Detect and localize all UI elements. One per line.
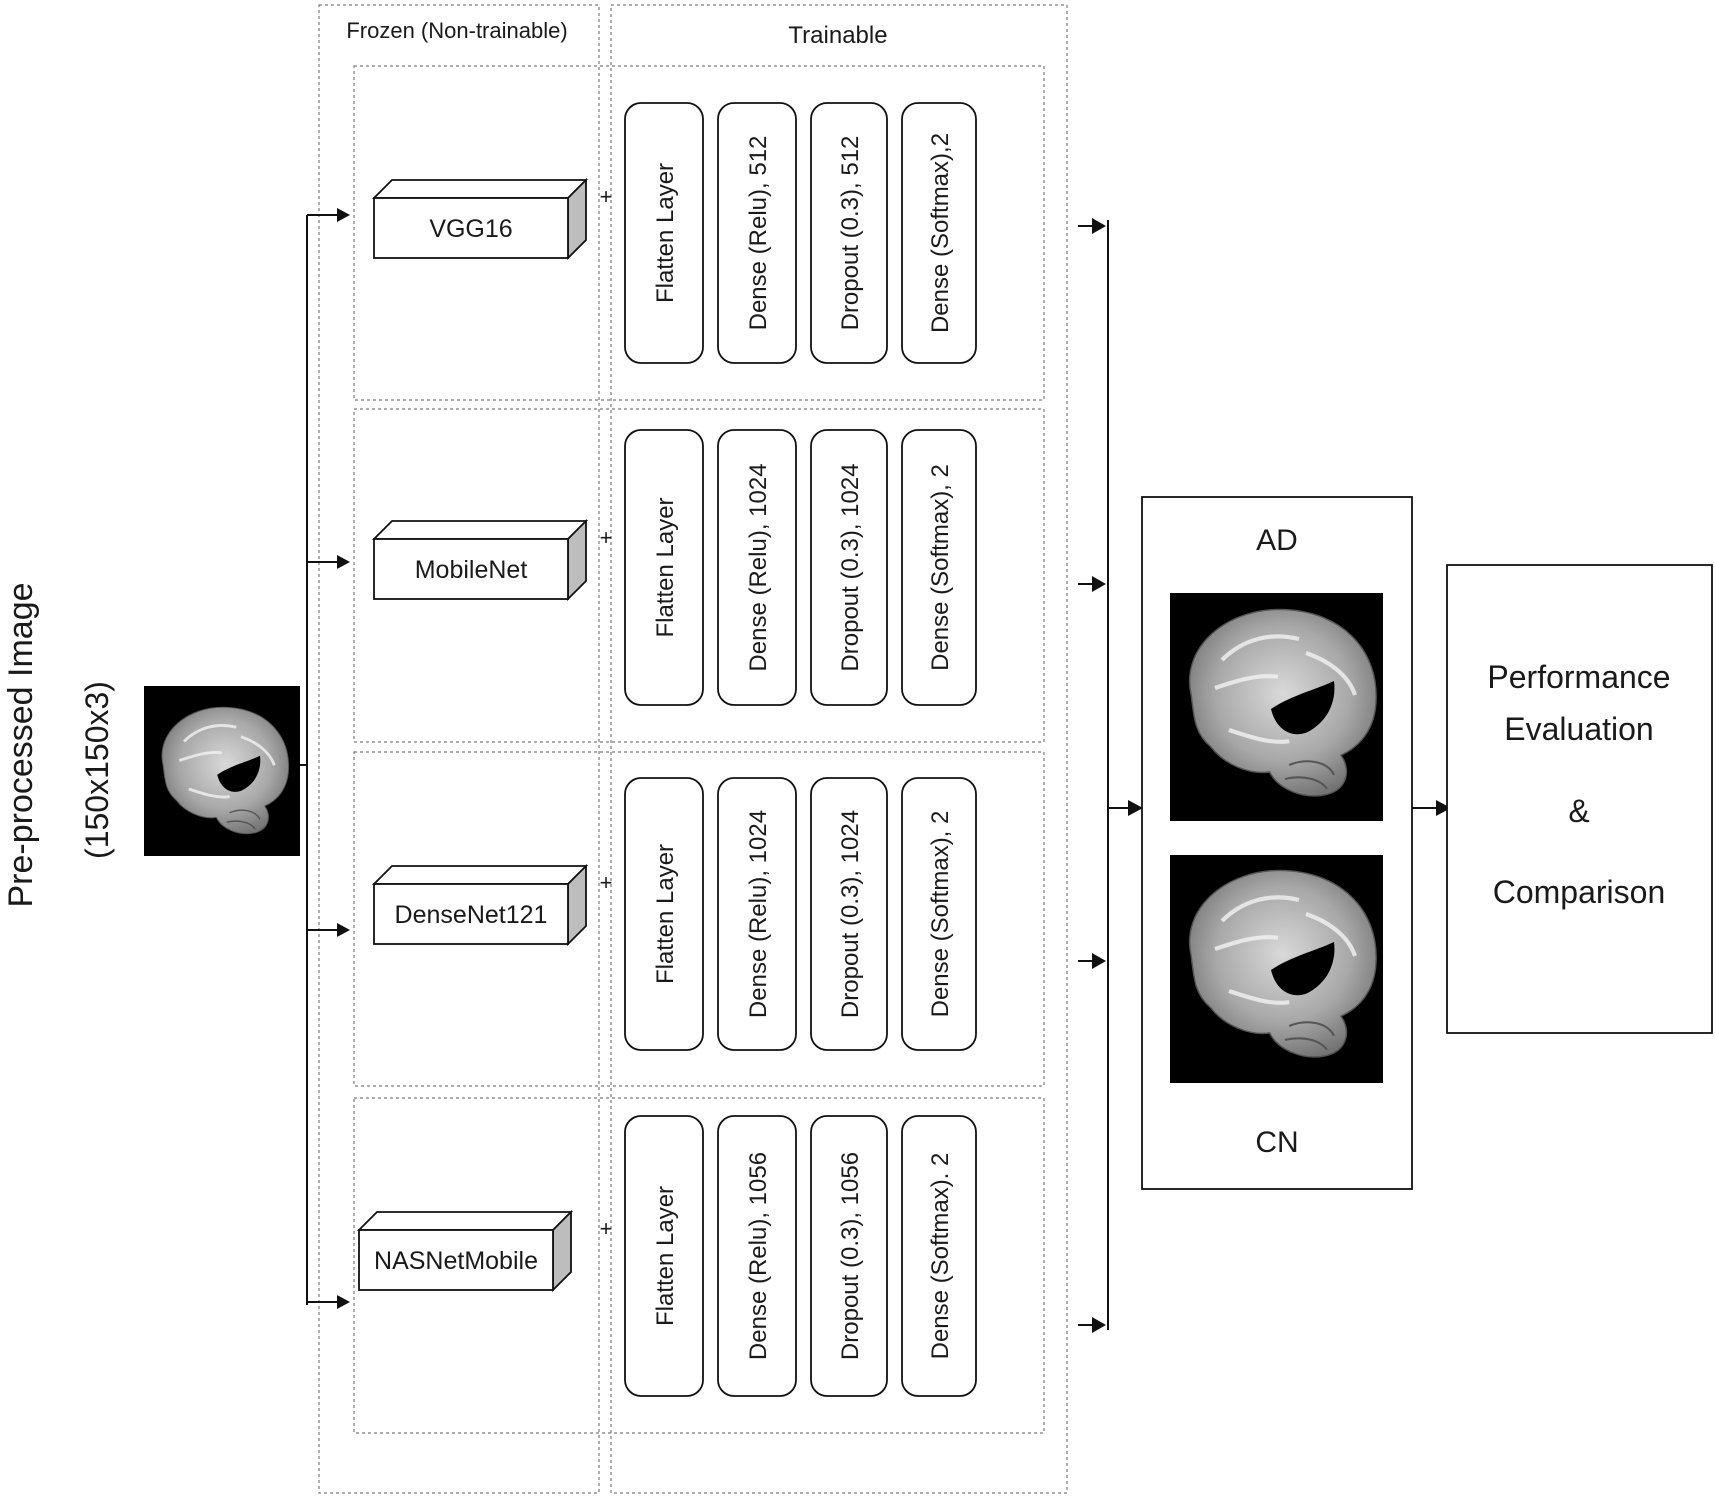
evaluation-line-3: & xyxy=(1568,793,1589,829)
layer-label: Flatten Layer xyxy=(652,1186,679,1326)
layer-box xyxy=(624,777,704,1051)
backbone-name: DenseNet121 xyxy=(395,901,548,929)
model-panel xyxy=(353,65,1045,401)
arrow-head xyxy=(1092,1317,1106,1333)
layer-label: Dense (Relu), 1056 xyxy=(745,1152,772,1360)
backbone-block: NASNetMobile xyxy=(356,1209,574,1293)
backbone-name: NASNetMobile xyxy=(374,1247,538,1275)
input-size: (150x150x3) xyxy=(79,681,115,859)
model-row-2: MobileNet + Flatten Layer Dense (Relu), 102… xyxy=(307,408,1106,743)
arrow-head xyxy=(337,208,350,222)
evaluation-line-1: Performance xyxy=(1487,659,1670,695)
layer-box xyxy=(624,1115,704,1397)
evaluation-box xyxy=(1446,564,1713,1034)
layer-label: Dense (Relu), 1024 xyxy=(745,463,772,671)
model-row-1: VGG16 + Flatten Layer Dense (Relu), 512 Drop… xyxy=(307,65,1106,401)
layer-label: Dense (Softmax), 2 xyxy=(927,811,954,1018)
trainable-region xyxy=(610,4,1068,1494)
frozen-region-label: Frozen (Non-trainable) xyxy=(346,18,567,43)
plus-sign: + xyxy=(600,870,613,895)
plus-sign: + xyxy=(600,525,613,550)
layer-box xyxy=(810,777,888,1051)
layer-label: Dropout (0.3), 1024 xyxy=(837,463,864,671)
layer-box xyxy=(717,777,797,1051)
model-panel xyxy=(353,408,1045,743)
layer-box xyxy=(901,777,977,1051)
arrow-head xyxy=(337,923,350,937)
layer-label: Flatten Layer xyxy=(652,497,679,637)
backbone-block: DenseNet121 xyxy=(371,863,589,947)
backbone-block: VGG16 xyxy=(371,177,589,261)
frozen-region xyxy=(318,4,600,1494)
layer-label: Dropout (0.3), 1024 xyxy=(837,810,864,1018)
model-row-3: DenseNet121 + Flatten Layer Dense (Relu), 1… xyxy=(307,751,1106,1087)
layer-box xyxy=(901,102,977,364)
input-label: Pre-processed Image xyxy=(2,582,40,907)
layer-box xyxy=(810,102,888,364)
backbone-block: MobileNet xyxy=(371,518,589,602)
backbone-name: VGG16 xyxy=(429,215,512,243)
plus-sign: + xyxy=(600,1216,613,1241)
layer-box xyxy=(717,429,797,706)
backbone-name: MobileNet xyxy=(415,556,528,584)
layer-box xyxy=(810,1115,888,1397)
layer-box xyxy=(717,1115,797,1397)
layer-label: Dense (Softmax). 2 xyxy=(927,1153,954,1360)
model-row-4: NASNetMobile + Flatten Layer Dense (Relu), … xyxy=(307,1097,1106,1434)
arrow-head xyxy=(1092,576,1106,592)
layer-label: Dense (Relu), 1024 xyxy=(745,810,772,1018)
arrow-head xyxy=(1092,953,1106,969)
model-panel xyxy=(353,1097,1045,1434)
layer-box xyxy=(717,102,797,364)
evaluation-line-2: Evaluation xyxy=(1504,711,1653,747)
model-panel xyxy=(353,751,1045,1087)
layer-label: Dense (Softmax), 2 xyxy=(927,464,954,671)
layer-label: Dropout (0.3), 1056 xyxy=(837,1152,864,1360)
layer-label: Dense (Softmax),2 xyxy=(927,133,954,333)
layer-label: Dense (Relu), 512 xyxy=(745,136,772,331)
arrow-head xyxy=(1092,218,1106,234)
layer-box xyxy=(624,102,704,364)
layer-box xyxy=(624,429,704,706)
evaluation-line-4: Comparison xyxy=(1493,874,1666,910)
layer-box xyxy=(901,429,977,706)
arrow-head xyxy=(337,555,350,569)
class-label-cn: CN xyxy=(1255,1126,1298,1159)
layer-box xyxy=(810,429,888,706)
layer-label: Flatten Layer xyxy=(652,163,679,303)
trainable-region-label: Trainable xyxy=(788,22,887,49)
plus-sign: + xyxy=(600,184,613,209)
class-label-ad: AD xyxy=(1256,524,1298,557)
layer-label: Dropout (0.3), 512 xyxy=(837,136,864,331)
layer-label: Flatten Layer xyxy=(652,844,679,984)
arrow-head xyxy=(337,1295,350,1309)
layer-box xyxy=(901,1115,977,1397)
